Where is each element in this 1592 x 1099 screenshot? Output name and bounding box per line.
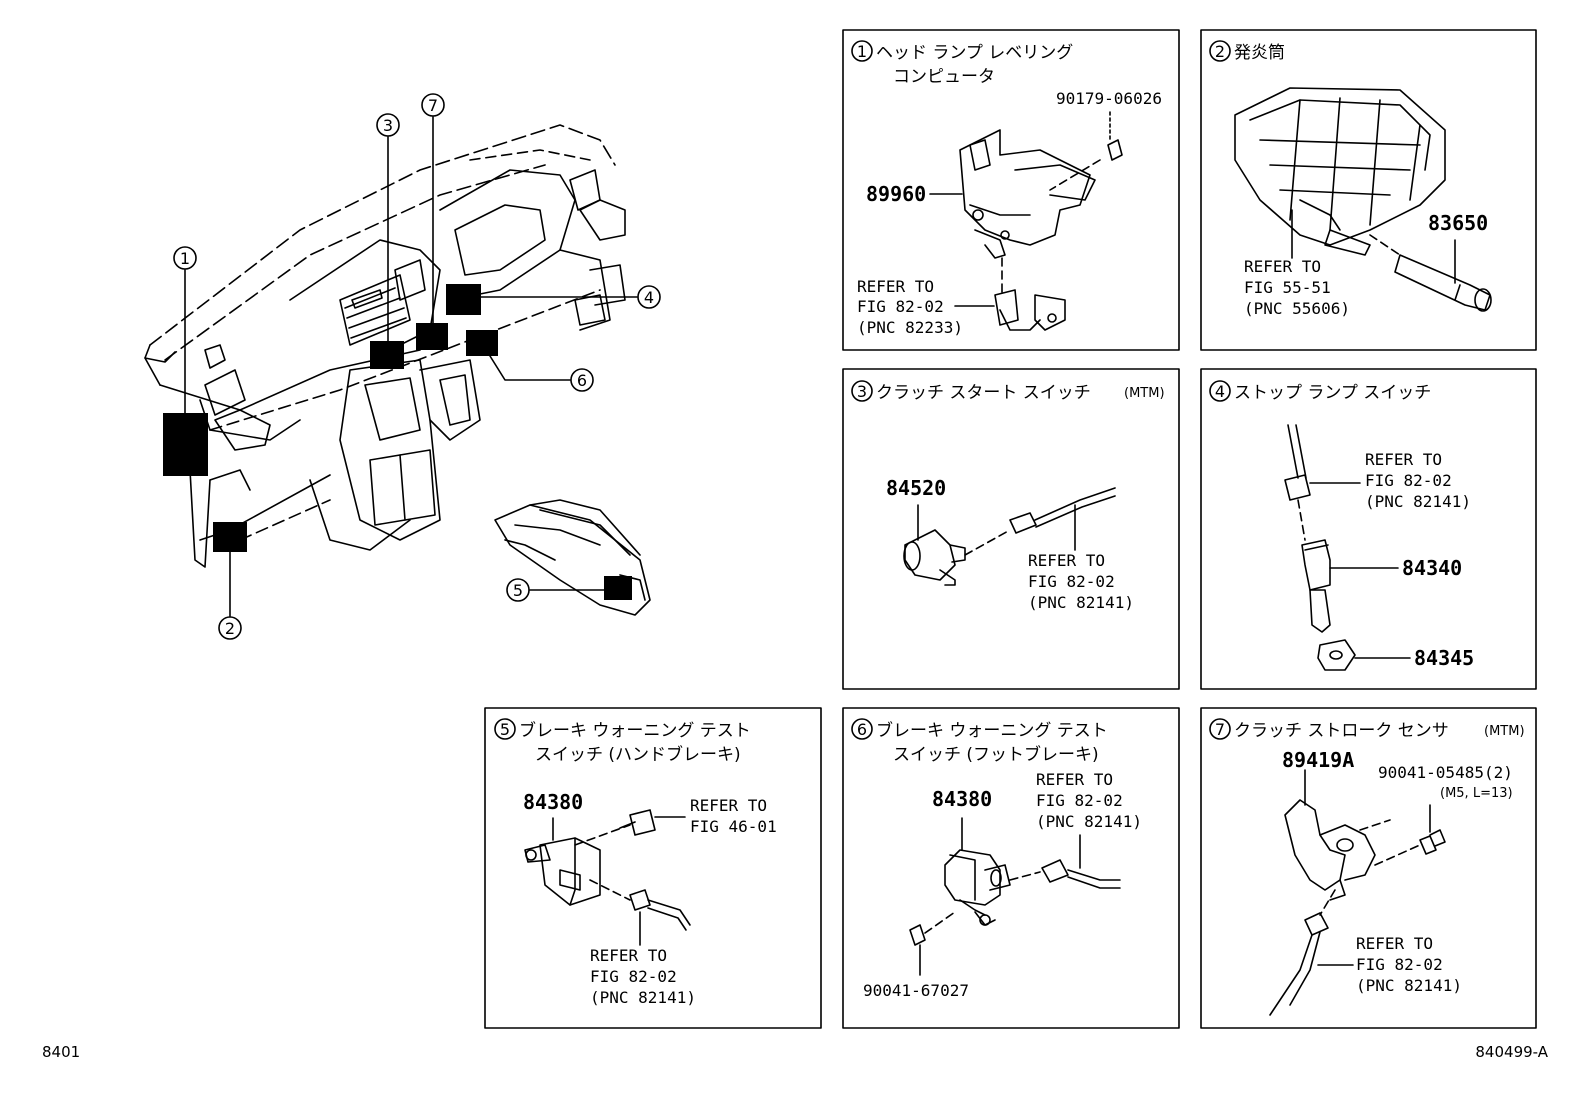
panel-3-refer-line2[interactable]: FIG 82-02 bbox=[1028, 572, 1115, 591]
part-number-90041-05485[interactable]: 90041-05485(2) bbox=[1378, 763, 1513, 782]
figure-code-right: 840499-A bbox=[1475, 1043, 1548, 1061]
part-number-84380-hand[interactable]: 84380 bbox=[523, 790, 583, 814]
location-marker-6 bbox=[466, 330, 498, 356]
part-number-90041-67027[interactable]: 90041-67027 bbox=[863, 981, 969, 1000]
panel-3-refer-line3: (PNC 82141) bbox=[1028, 593, 1134, 612]
stop-lamp-switch-illustration bbox=[1284, 424, 1356, 671]
panel-4-refer-line1: REFER TO bbox=[1365, 450, 1442, 469]
flare-holder-illustration bbox=[1234, 87, 1492, 312]
panel-2-number: 2 bbox=[1215, 42, 1225, 61]
callout-1[interactable]: 1 bbox=[180, 249, 190, 268]
callout-3[interactable]: 3 bbox=[383, 116, 393, 135]
panel-5-refer-a-line1: REFER TO bbox=[690, 796, 767, 815]
panel-2-title: 発炎筒 bbox=[1234, 43, 1285, 63]
callout-5[interactable]: 5 bbox=[513, 581, 523, 600]
panel-4-number: 4 bbox=[1215, 382, 1225, 401]
panel-1-refer-line1: REFER TO bbox=[857, 277, 934, 296]
panel-4-refer-line3: (PNC 82141) bbox=[1365, 492, 1471, 511]
panel-2-refer-line1: REFER TO bbox=[1244, 257, 1321, 276]
panel-4-refer-line2[interactable]: FIG 82-02 bbox=[1365, 471, 1452, 490]
callout-7[interactable]: 7 bbox=[428, 96, 438, 115]
panel-7-refer-line3: (PNC 82141) bbox=[1356, 976, 1462, 995]
panel-7-refer-line2[interactable]: FIG 82-02 bbox=[1356, 955, 1443, 974]
panel-5-refer-line1: REFER TO bbox=[590, 946, 667, 965]
panel-3-refer-line1: REFER TO bbox=[1028, 551, 1105, 570]
panel-2-frame bbox=[1200, 29, 1537, 351]
panel-1-refer-line2[interactable]: FIG 82-02 bbox=[857, 297, 944, 316]
part-number-89419A[interactable]: 89419A bbox=[1282, 748, 1354, 772]
panel-3-number: 3 bbox=[857, 382, 867, 401]
location-marker-4 bbox=[446, 284, 481, 315]
panel-2-refer-line3: (PNC 55606) bbox=[1244, 299, 1350, 318]
panel-5-title: ブレーキ ウォーニング テスト bbox=[519, 720, 751, 741]
part-number-84520[interactable]: 84520 bbox=[886, 476, 946, 500]
panel-6-refer-line3: (PNC 82141) bbox=[1036, 812, 1142, 831]
part-number-83650[interactable]: 83650 bbox=[1428, 211, 1488, 235]
callout-2[interactable]: 2 bbox=[225, 619, 235, 638]
clutch-stroke-sensor-illustration bbox=[1269, 799, 1446, 1016]
hand-brake-switch-illustration bbox=[524, 809, 691, 931]
panel-7-title: クラッチ ストローク センサ bbox=[1234, 721, 1449, 741]
part-number-84380-foot[interactable]: 84380 bbox=[932, 787, 992, 811]
panel-5-refer-line3: (PNC 82141) bbox=[590, 988, 696, 1007]
panel-1-refer-line3: (PNC 82233) bbox=[857, 318, 963, 337]
location-marker-3 bbox=[370, 341, 404, 369]
panel-6-title: ブレーキ ウォーニング テスト bbox=[876, 720, 1108, 741]
location-marker-2 bbox=[213, 522, 247, 552]
panel-1-frame bbox=[842, 29, 1180, 351]
panel-7-frame bbox=[1200, 707, 1537, 1029]
panel-7-refer-line1: REFER TO bbox=[1356, 934, 1433, 953]
panel-4-frame bbox=[1200, 368, 1537, 690]
panel-6-refer-line1: REFER TO bbox=[1036, 770, 1113, 789]
panel-5-frame bbox=[484, 707, 822, 1029]
panel-6-frame bbox=[842, 707, 1180, 1029]
part-number-89960[interactable]: 89960 bbox=[866, 182, 926, 206]
panel-7-title-suffix: (MTM) bbox=[1484, 724, 1525, 739]
panel-3-title: クラッチ スタート スイッチ bbox=[876, 383, 1091, 403]
panel-4-title: ストップ ランプ スイッチ bbox=[1234, 383, 1431, 403]
panel-1-title-line2: コンピュータ bbox=[893, 67, 995, 87]
figure-code-left: 8401 bbox=[42, 1043, 80, 1061]
part-number-84340[interactable]: 84340 bbox=[1402, 556, 1462, 580]
callout-6[interactable]: 6 bbox=[577, 371, 587, 390]
panel-3-title-suffix: (MTM) bbox=[1124, 386, 1165, 401]
location-marker-7 bbox=[416, 323, 448, 350]
panel-5-refer-line2[interactable]: FIG 82-02 bbox=[590, 967, 677, 986]
panel-5-title-line2: スイッチ (ハンドブレーキ) bbox=[535, 744, 741, 765]
panel-6-refer-line2[interactable]: FIG 82-02 bbox=[1036, 791, 1123, 810]
panel-5-number: 5 bbox=[500, 720, 510, 739]
panel-5-refer-a-line2[interactable]: FIG 46-01 bbox=[690, 817, 777, 836]
part-number-84345[interactable]: 84345 bbox=[1414, 646, 1474, 670]
callout-4[interactable]: 4 bbox=[644, 288, 654, 307]
part-number-90179-06026[interactable]: 90179-06026 bbox=[1056, 89, 1162, 108]
panel-2-refer-line2[interactable]: FIG 55-51 bbox=[1244, 278, 1331, 297]
panel-7-number: 7 bbox=[1215, 720, 1225, 739]
leveling-computer-illustration bbox=[959, 129, 1123, 331]
panel-6-number: 6 bbox=[857, 720, 867, 739]
panel-1-title: ヘッド ランプ レベリング bbox=[876, 43, 1073, 63]
location-marker-1 bbox=[163, 413, 208, 476]
clutch-start-switch-illustration bbox=[903, 487, 1116, 586]
panel-3-frame bbox=[842, 368, 1180, 690]
panel-7-bolt-spec: (M5, L=13) bbox=[1440, 786, 1513, 801]
panel-1-number: 1 bbox=[857, 42, 867, 61]
foot-brake-switch-illustration bbox=[909, 849, 1121, 946]
location-marker-5 bbox=[604, 576, 632, 600]
panel-6-title-line2: スイッチ (フットブレーキ) bbox=[893, 744, 1099, 765]
